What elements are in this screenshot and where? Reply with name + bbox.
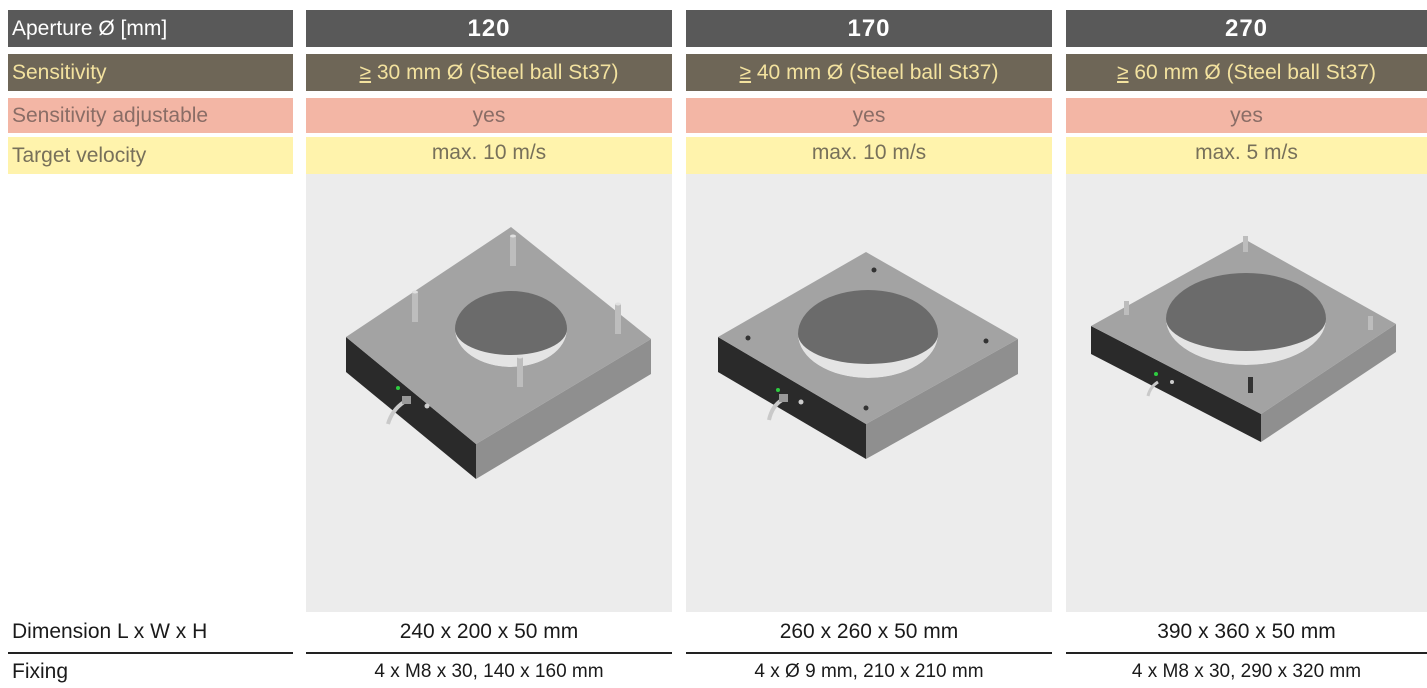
- ring-sensor-270-image: [1091, 236, 1396, 442]
- aperture-value-170: 170: [686, 10, 1052, 47]
- dimension-value-120: 240 x 200 x 50 mm: [306, 612, 672, 654]
- adjustable-value-270: yes: [1066, 98, 1427, 133]
- dimension-value-170: 260 x 260 x 50 mm: [686, 612, 1052, 654]
- fixing-label: Fixing: [12, 660, 69, 683]
- fixing-value-120: 4 x M8 x 30, 140 x 160 mm: [374, 661, 604, 682]
- velocity-value-170: max. 10 m/s: [686, 137, 1052, 174]
- ge-symbol: ≥: [1117, 60, 1129, 84]
- aperture-value-270: 270: [1066, 10, 1427, 47]
- velocity-label: Target velocity: [8, 137, 293, 174]
- product-image-170: [686, 174, 1052, 612]
- product-image-120: [306, 174, 672, 612]
- fixing-value-270: 4 x M8 x 30, 290 x 320 mm: [1131, 661, 1362, 682]
- aperture-label: Aperture Ø [mm]: [8, 10, 293, 47]
- sensitivity-label: Sensitivity: [8, 54, 293, 91]
- sensitivity-value-170: ≥ 40 mm Ø (Steel ball St37): [686, 54, 1052, 91]
- sensitivity-value-120: ≥ 30 mm Ø (Steel ball St37): [306, 54, 672, 91]
- adjustable-value-120: yes: [306, 98, 672, 133]
- dimension-value-270: 390 x 360 x 50 mm: [1066, 612, 1427, 654]
- aperture-value-120: 120: [306, 10, 672, 47]
- product-image-270: [1066, 174, 1427, 612]
- velocity-value-270: max. 5 m/s: [1066, 137, 1427, 174]
- adjustable-value-170: yes: [686, 98, 1052, 133]
- ring-sensor-170-image: [718, 252, 1018, 459]
- sensitivity-text: 60 mm Ø (Steel ball St37): [1128, 60, 1376, 84]
- velocity-value-120: max. 10 m/s: [306, 137, 672, 174]
- ge-symbol: ≥: [739, 60, 752, 84]
- ring-sensor-120-image: [346, 227, 651, 479]
- sensitivity-text: 30 mm Ø (Steel ball St37): [371, 60, 619, 84]
- fixing-value-170: 4 x Ø 9 mm, 210 x 210 mm: [754, 661, 984, 682]
- sensitivity-text: 40 mm Ø (Steel ball St37): [751, 60, 999, 84]
- sensitivity-value-270: ≥ 60 mm Ø (Steel ball St37): [1066, 54, 1427, 91]
- dimension-label: Dimension L x W x H: [8, 612, 293, 654]
- adjustable-label: Sensitivity adjustable: [8, 98, 293, 133]
- ge-symbol: ≥: [359, 60, 372, 84]
